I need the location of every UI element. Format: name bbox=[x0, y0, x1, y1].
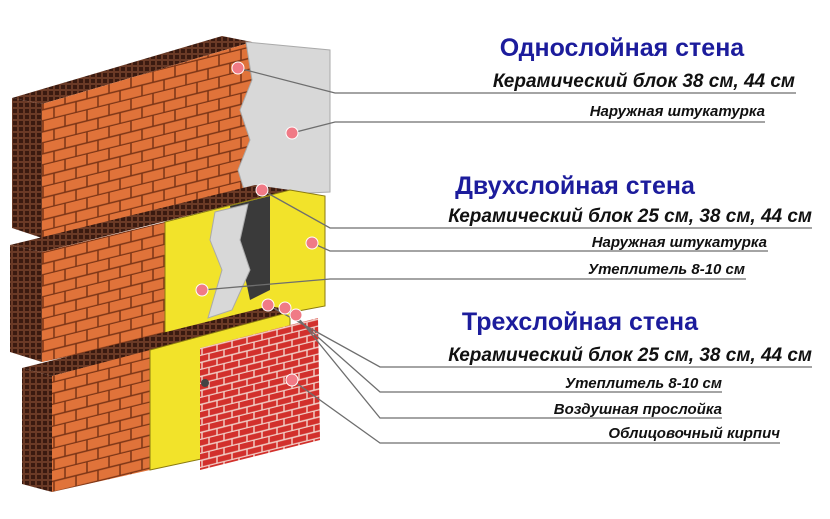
block-top-face bbox=[10, 185, 290, 252]
single-layer-block-label: Керамический блок 38 см, 44 см bbox=[493, 71, 795, 92]
plaster-layer bbox=[237, 41, 331, 197]
two-layer-block-label: Керамический блок 25 см, 38 см, 44 см bbox=[448, 206, 812, 227]
block-end-face bbox=[22, 368, 52, 492]
three-layer-block-label: Керамический блок 25 см, 38 см, 44 см bbox=[448, 345, 812, 366]
ceramic-block-face bbox=[52, 350, 150, 492]
block-end-face bbox=[12, 98, 42, 238]
block-top-face bbox=[12, 36, 252, 104]
plaster-layer bbox=[207, 203, 251, 319]
marker-dots bbox=[195, 61, 319, 387]
three-layer-wall bbox=[22, 306, 320, 492]
three-layer-insulation-label: Утеплитель 8-10 см bbox=[565, 375, 722, 392]
three-layer-title: Трехслойная стена bbox=[462, 308, 699, 336]
wall-tie bbox=[201, 379, 209, 387]
block-top-face bbox=[22, 306, 300, 376]
ceramic-block-face bbox=[42, 42, 252, 238]
two-layer-insulation-label: Утеплитель 8-10 см bbox=[588, 261, 745, 278]
facing-brick-layer bbox=[200, 318, 320, 470]
two-layer-plaster-label: Наружная штукатурка bbox=[592, 234, 767, 251]
three-layer-facing-brick-label: Облицовочный кирпич bbox=[608, 425, 780, 442]
single-layer-plaster-label: Наружная штукатурка bbox=[590, 103, 765, 120]
leader-lines bbox=[201, 67, 812, 444]
two-layer-title: Двухслойная стена bbox=[455, 172, 696, 200]
two-layer-wall bbox=[10, 185, 326, 362]
single-layer-title: Однослойная стена bbox=[500, 34, 746, 62]
ceramic-block-face bbox=[42, 222, 165, 362]
three-layer-air-gap-label: Воздушная прослойка bbox=[554, 401, 722, 418]
single-layer-wall bbox=[12, 36, 331, 238]
block-end-face bbox=[10, 245, 42, 362]
